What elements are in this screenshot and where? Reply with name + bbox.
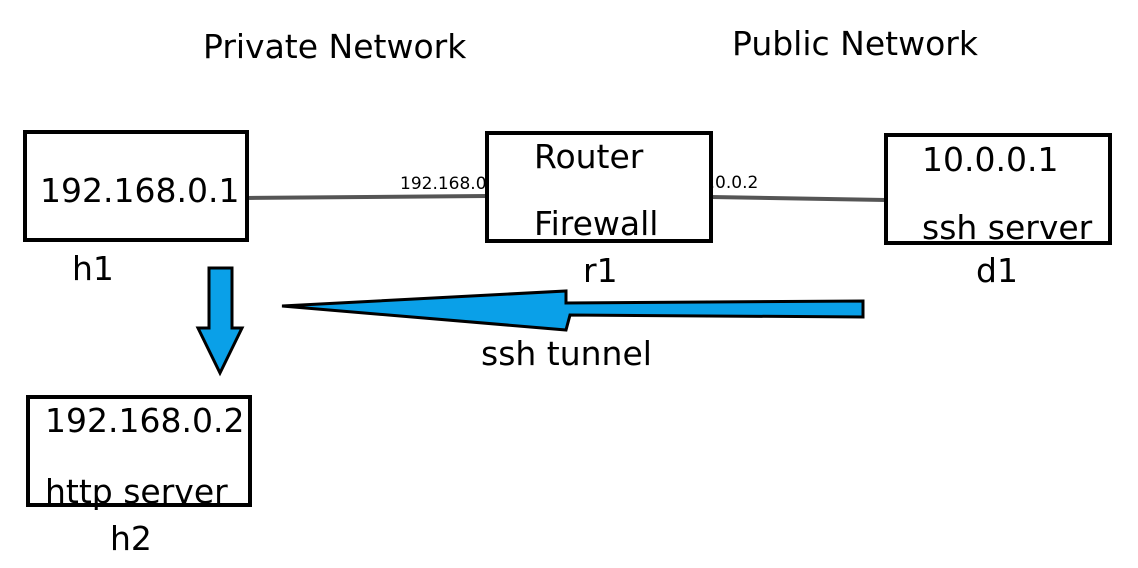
ssh-tunnel-arrow-icon [281, 289, 865, 332]
link-h1-r1 [245, 194, 488, 200]
node-d1-ip: 10.0.0.1 [922, 140, 1059, 179]
ssh-tunnel-label: ssh tunnel [481, 334, 652, 373]
node-d1-box: 10.0.0.1 ssh server [884, 133, 1112, 245]
link-r1-d1 [710, 195, 887, 202]
node-r1-firewall-text: Firewall [534, 204, 659, 243]
down-arrow-icon [195, 266, 245, 377]
node-d1-label: d1 [976, 251, 1018, 290]
node-d1-role: ssh server [922, 208, 1093, 247]
node-h1-box: 192.168.0.1 [23, 130, 249, 242]
node-r1-box: Router Firewall [485, 131, 713, 243]
node-h2-label: h2 [110, 519, 152, 558]
node-r1-router-text: Router [534, 137, 644, 176]
node-h1-ip: 192.168.0.1 [40, 171, 240, 210]
node-h2-role: http server [45, 472, 228, 511]
private-network-heading: Private Network [203, 27, 467, 66]
node-h2-box: 192.168.0.2 http server [26, 395, 252, 511]
node-h2-ip: 192.168.0.2 [45, 401, 245, 440]
node-r1-label: r1 [583, 251, 618, 290]
public-network-heading: Public Network [732, 24, 978, 63]
node-h1-label: h1 [72, 249, 114, 288]
